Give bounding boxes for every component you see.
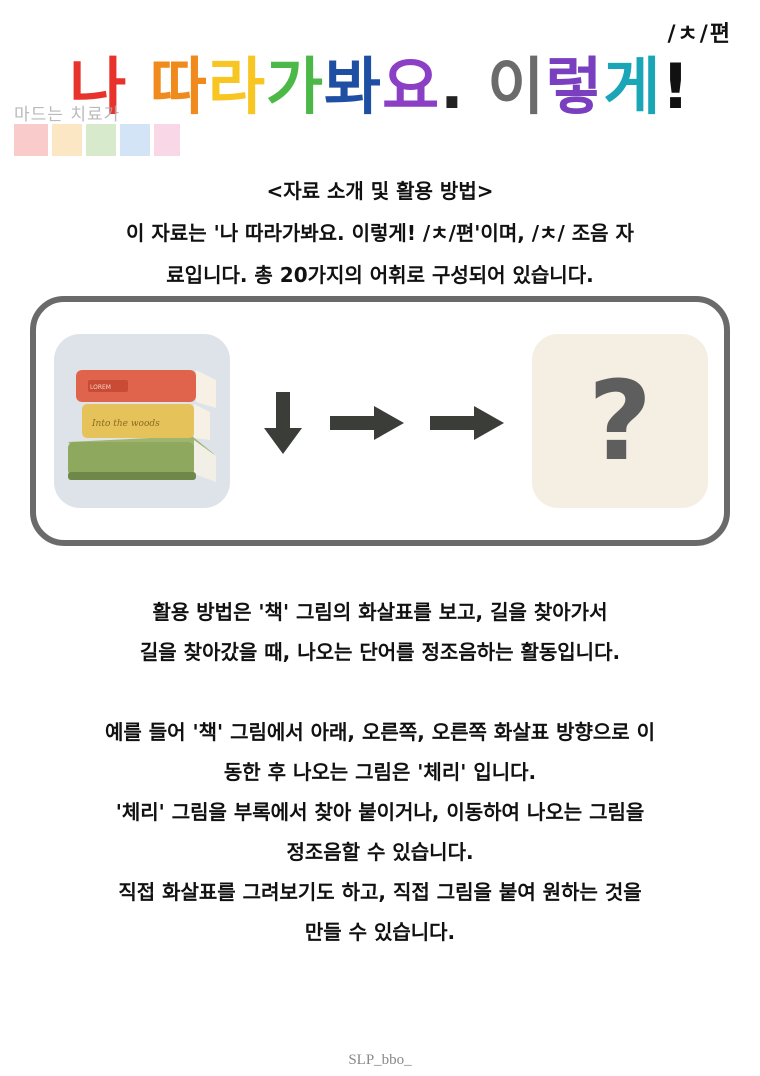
intro-section: <자료 소개 및 활용 방법> 이 자료는 '나 따라가봐요. 이렇게! /ㅊ/… — [40, 170, 720, 296]
arrow-right-icon-2 — [430, 406, 504, 440]
intro-line-1: 이 자료는 '나 따라가봐요. 이렇게! /ㅊ/편'이며, /ㅊ/ 조음 자 — [126, 221, 634, 245]
author-credit: SLP_bbo_ — [348, 1052, 412, 1068]
brand-block-1 — [52, 124, 82, 156]
instructions-p2-line-5: 직접 화살표를 그려보기도 하고, 직접 그림을 붙여 원하는 것을 — [118, 880, 642, 904]
title-part-1: 따 — [149, 50, 208, 123]
instructions-p2-line-2: 동한 후 나오는 그림은 '체리' 입니다. — [223, 760, 537, 784]
books-icon: Into the woods LOREM — [68, 370, 216, 482]
instructions-p2-line-4: 정조음할 수 있습니다. — [286, 840, 474, 864]
question-tile: ? — [532, 334, 708, 508]
arrow-right-icon — [330, 406, 404, 440]
book-label-top: LOREM — [90, 384, 111, 391]
title-part-9: 게 — [603, 50, 662, 123]
instructions-p2-line-1: 예를 들어 '책' 그림에서 아래, 오른쪽, 오른쪽 화살표 방향으로 이 — [104, 720, 656, 744]
title-part-2: 라 — [207, 50, 266, 123]
brand-logo: 마드는 치료가 — [14, 100, 180, 160]
intro-line-2: 료입니다. 총 20가지의 어휘로 구성되어 있습니다. — [166, 263, 594, 287]
brand-block-2 — [86, 124, 116, 156]
title-part-7: 이 — [487, 50, 546, 123]
instructions-p1-line-1: 활용 방법은 '책' 그림의 화살표를 보고, 길을 찾아가서 — [152, 600, 608, 624]
book-label-middle: Into the woods — [91, 419, 160, 429]
arrow-down-icon — [264, 392, 302, 454]
title-part-6: . — [440, 50, 488, 123]
book-tile: Into the woods LOREM — [54, 334, 230, 508]
title-part-0: 나 — [69, 50, 150, 123]
brand-block-4 — [154, 124, 180, 156]
title-part-4: 봐 — [324, 50, 383, 123]
title-part-3: 가 — [266, 50, 325, 123]
instructions-p2-line-6: 만들 수 있습니다. — [304, 920, 456, 944]
example-panel: Into the woods LOREM ? — [30, 296, 730, 546]
intro-heading: <자료 소개 및 활용 방법> — [266, 179, 494, 203]
category-tag: /ㅊ/편 — [667, 22, 732, 47]
brand-color-blocks — [14, 124, 180, 156]
instructions-p2-line-3: '체리' 그림을 부록에서 찾아 붙이거나, 이동하여 나오는 그림을 — [115, 800, 645, 824]
page-title: 나 따라가봐요. 이렇게! — [0, 42, 760, 132]
instructions-section: 활용 방법은 '책' 그림의 화살표를 보고, 길을 찾아가서 길을 찾아갔을 … — [40, 592, 720, 952]
question-mark-icon: ? — [588, 357, 652, 485]
title-part-10: ! — [661, 50, 691, 123]
title-part-8: 렇 — [545, 50, 604, 123]
brand-block-0 — [14, 124, 48, 156]
brand-text: 마드는 치료가 — [14, 105, 121, 125]
title-part-5: 요 — [382, 50, 441, 123]
instructions-p1-line-2: 길을 찾아갔을 때, 나오는 단어를 정조음하는 활동입니다. — [139, 640, 621, 664]
brand-block-3 — [120, 124, 150, 156]
